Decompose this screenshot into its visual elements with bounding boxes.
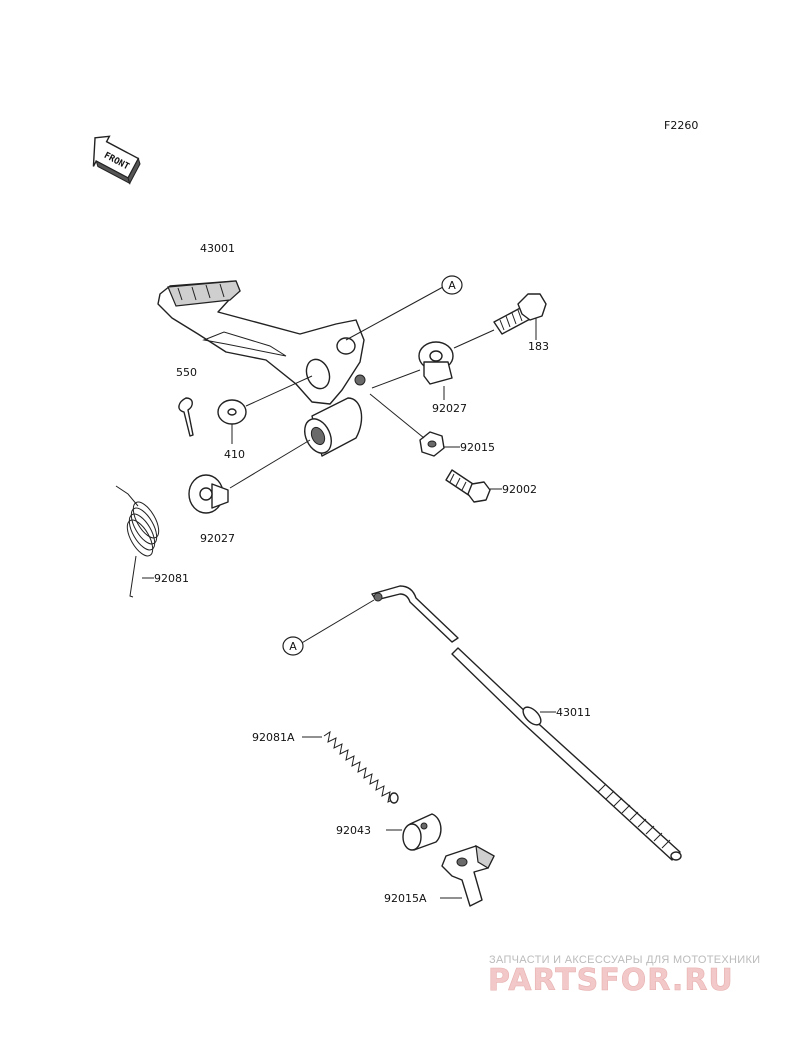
label-92027-lower: 92027 [200,532,235,545]
bushing-upper [418,341,454,385]
bolt-92002 [445,469,491,503]
label-550: 550 [176,366,197,379]
bolt-183 [493,293,547,335]
ref-marker-a-top-label: A [448,279,456,292]
figure-code: F2260 [664,119,698,132]
label-92027-upper: 92027 [432,402,467,415]
ref-marker-a-bottom-label: A [289,640,297,653]
ref-marker-a-bottom: A [282,636,304,656]
label-92081a: 92081A [252,731,295,744]
front-arrow-icon: FRONT [92,135,141,185]
spring-92081a [323,730,399,804]
label-92043: 92043 [336,824,371,837]
bushing-lower [188,474,229,514]
label-92002: 92002 [502,483,537,496]
watermark-brand: PARTSFOR.RU [488,963,734,998]
spring-92081 [115,485,160,598]
collar [304,397,363,457]
label-43001: 43001 [200,242,235,255]
nut-92015 [419,431,445,457]
trunnion-92043 [402,813,442,851]
watermark-tagline: ЗАПЧАСТИ И АКСЕССУАРЫ ДЛЯ МОТОТЕХНИКИ [489,954,760,966]
brake-pedal [157,280,366,405]
label-92081: 92081 [154,572,189,585]
label-43011: 43011 [556,706,591,719]
brake-rod [371,585,682,861]
ref-marker-a-top: A [441,275,463,295]
cotter-pin [178,397,194,437]
wing-nut-92015a [441,844,495,907]
label-410: 410 [224,448,245,461]
label-92015: 92015 [460,441,495,454]
label-183: 183 [528,340,549,353]
washer-410 [217,399,247,425]
label-92015a: 92015A [384,892,427,905]
